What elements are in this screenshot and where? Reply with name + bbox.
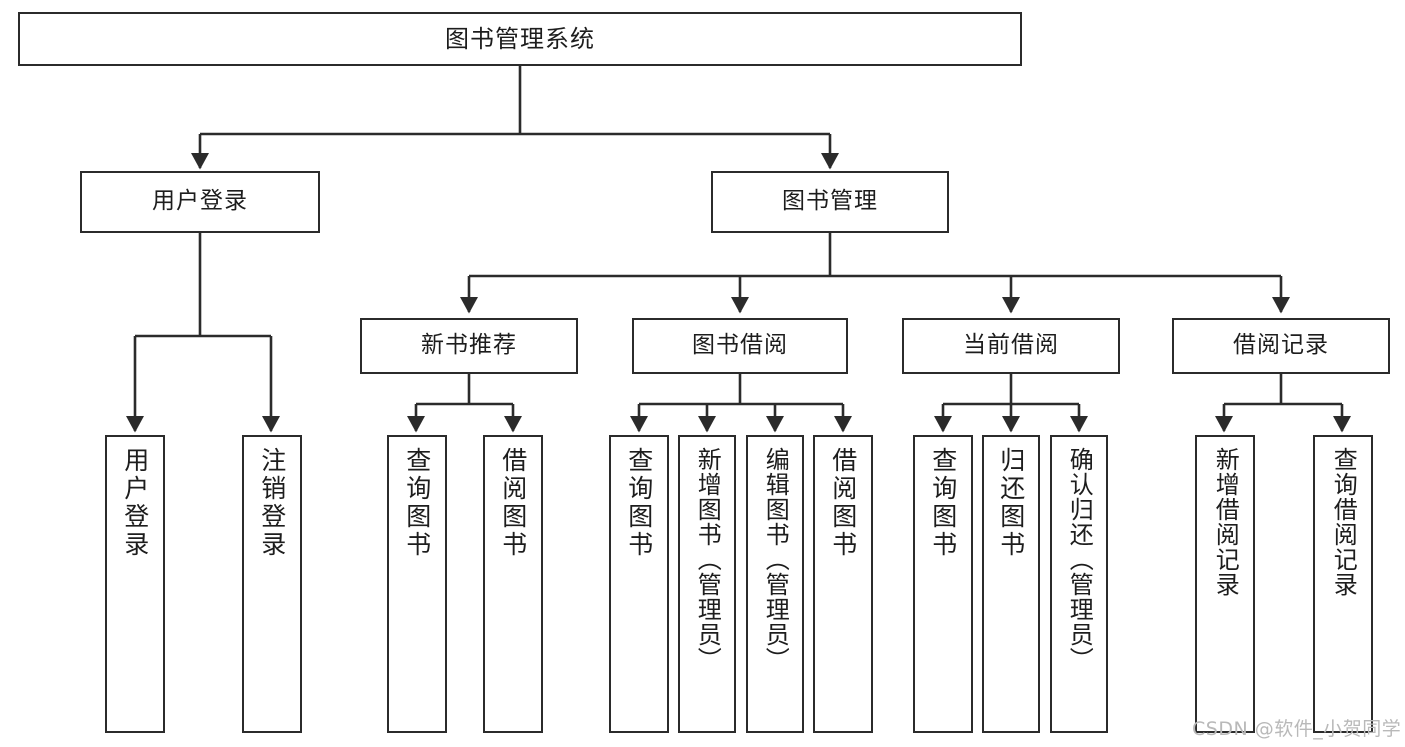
- node-label: 查询借阅记录: [1329, 447, 1358, 597]
- node-label: 当前借阅: [963, 332, 1059, 359]
- node-label: 图书管理系统: [445, 24, 595, 53]
- node-label: 确认归还（管理员）: [1065, 447, 1094, 672]
- node-label: 借阅图书: [498, 447, 528, 559]
- leaf-current-borrow-return-books[interactable]: 归还图书: [982, 435, 1040, 733]
- leaf-book-borrow-query-books[interactable]: 查询图书: [609, 435, 669, 733]
- node-label: 查询图书: [928, 447, 958, 559]
- leaf-new-book-borrow-books[interactable]: 借阅图书: [483, 435, 543, 733]
- node-label: 注销登录: [257, 447, 287, 559]
- node-label: 编辑图书（管理员）: [761, 447, 790, 672]
- node-label: 查询图书: [402, 447, 432, 559]
- node-label: 图书借阅: [692, 332, 788, 359]
- node-label: 借阅记录: [1233, 332, 1329, 359]
- leaf-current-borrow-confirm-return-admin[interactable]: 确认归还（管理员）: [1050, 435, 1108, 733]
- leaf-book-borrow-edit-book-admin[interactable]: 编辑图书（管理员）: [746, 435, 804, 733]
- leaf-borrow-record-query-record[interactable]: 查询借阅记录: [1313, 435, 1373, 733]
- node-label: 用户登录: [152, 188, 248, 215]
- leaf-book-borrow-borrow-books[interactable]: 借阅图书: [813, 435, 873, 733]
- leaf-user-login-login[interactable]: 用户登录: [105, 435, 165, 733]
- leaf-current-borrow-query-books[interactable]: 查询图书: [913, 435, 973, 733]
- node-label: 图书管理: [782, 188, 878, 215]
- node-label: 用户登录: [120, 447, 150, 559]
- csdn-watermark: CSDN @软件_小贺同学: [1192, 718, 1402, 740]
- node-label: 新书推荐: [421, 332, 517, 359]
- node-book-borrowing[interactable]: 图书借阅: [632, 318, 848, 374]
- leaf-new-book-query-books[interactable]: 查询图书: [387, 435, 447, 733]
- node-label: 归还图书: [996, 447, 1026, 559]
- node-label: 借阅图书: [828, 447, 858, 559]
- node-user-login[interactable]: 用户登录: [80, 171, 320, 233]
- node-label: 新增借阅记录: [1211, 447, 1240, 597]
- node-book-management[interactable]: 图书管理: [711, 171, 949, 233]
- node-label: 新增图书（管理员）: [693, 447, 722, 672]
- node-current-borrowing[interactable]: 当前借阅: [902, 318, 1120, 374]
- leaf-book-borrow-add-book-admin[interactable]: 新增图书（管理员）: [678, 435, 736, 733]
- node-new-book-recommendation[interactable]: 新书推荐: [360, 318, 578, 374]
- node-label: 查询图书: [624, 447, 654, 559]
- node-borrowing-record[interactable]: 借阅记录: [1172, 318, 1390, 374]
- node-root-book-management-system[interactable]: 图书管理系统: [18, 12, 1022, 66]
- leaf-user-login-logout[interactable]: 注销登录: [242, 435, 302, 733]
- leaf-borrow-record-add-record[interactable]: 新增借阅记录: [1195, 435, 1255, 733]
